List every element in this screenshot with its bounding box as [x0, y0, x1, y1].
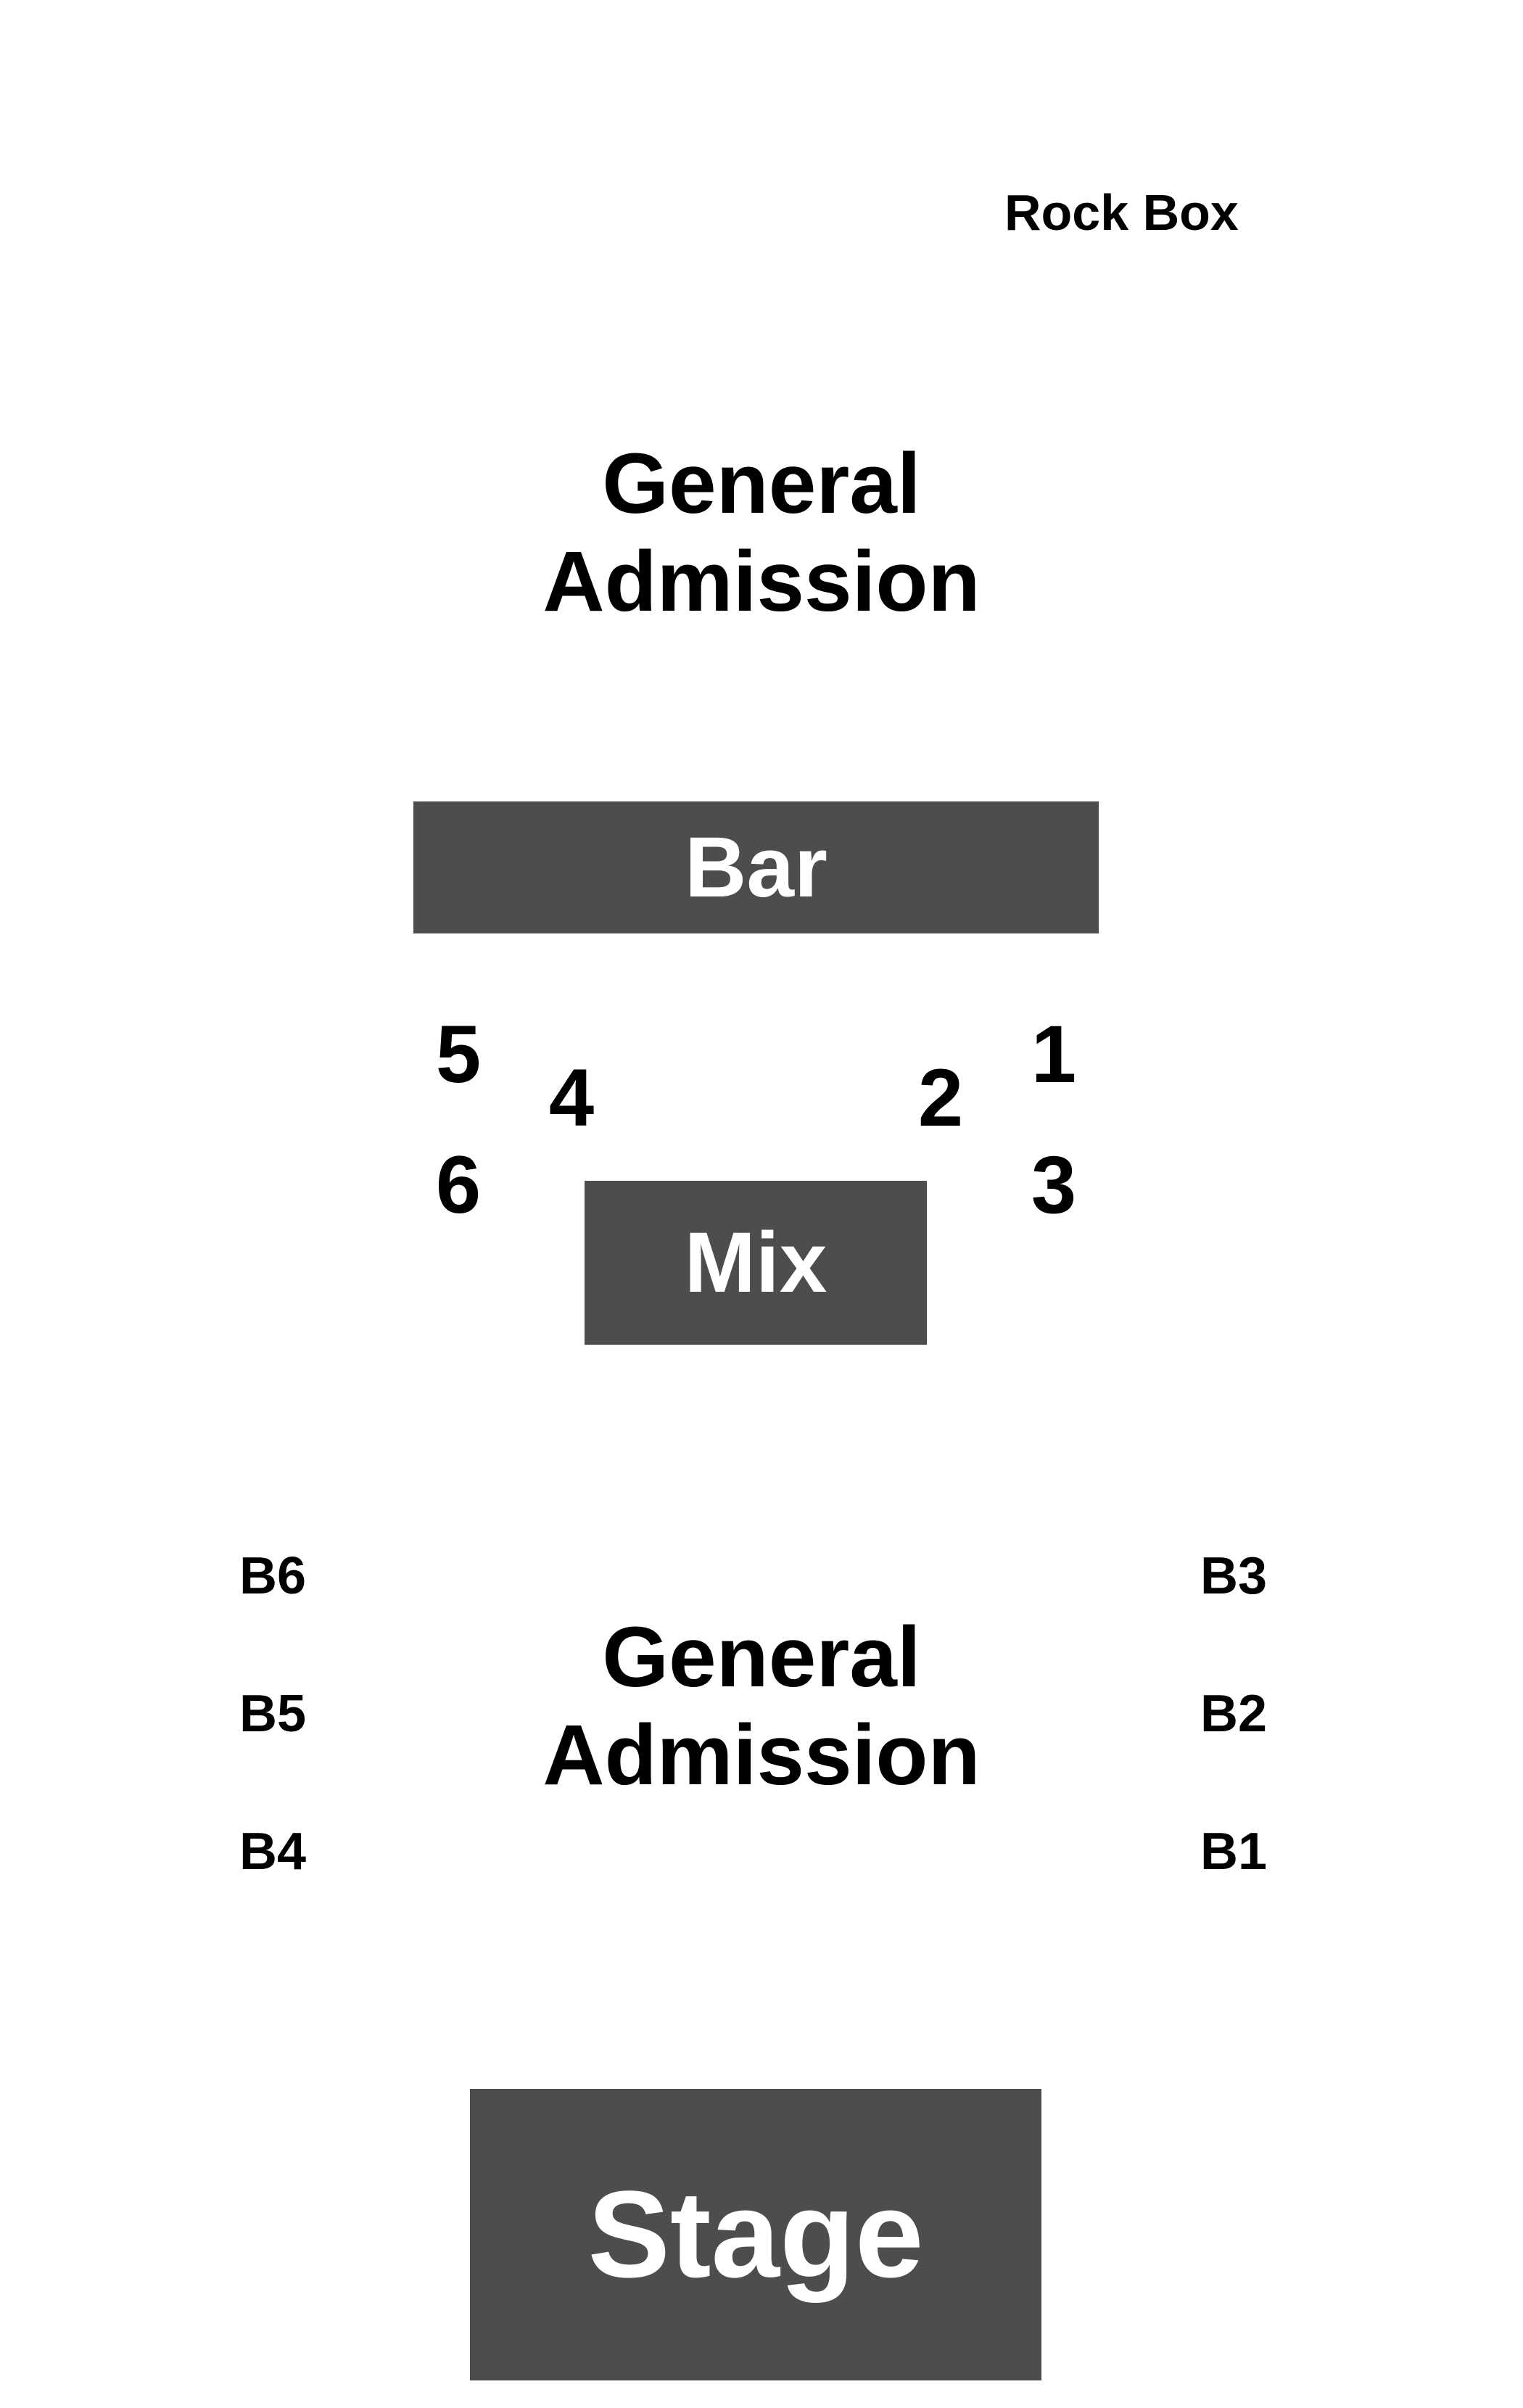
table-6[interactable]: 6	[435, 1139, 482, 1230]
table-1[interactable]: 1	[1031, 1009, 1077, 1100]
mix-block[interactable]: Mix	[585, 1181, 927, 1345]
general-admission-lower[interactable]: General Admission	[399, 1609, 1124, 1804]
table-3[interactable]: 3	[1031, 1139, 1077, 1230]
rock-box-label[interactable]: Rock Box	[1004, 184, 1239, 241]
table-4[interactable]: 4	[548, 1052, 595, 1143]
ga-upper-line1: General	[602, 436, 921, 532]
ga-upper-line2: Admission	[542, 533, 981, 630]
mix-label: Mix	[684, 1215, 827, 1311]
ga-lower-line2: Admission	[542, 1707, 981, 1803]
box-b2[interactable]: B2	[1200, 1685, 1268, 1743]
box-b5[interactable]: B5	[239, 1685, 307, 1743]
general-admission-upper[interactable]: General Admission	[399, 435, 1124, 630]
ga-lower-line1: General	[602, 1609, 921, 1705]
stage-label: Stage	[587, 2166, 924, 2304]
box-b3[interactable]: B3	[1200, 1547, 1268, 1605]
table-2[interactable]: 2	[917, 1052, 964, 1143]
bar-block[interactable]: Bar	[413, 801, 1099, 933]
bar-label: Bar	[685, 820, 827, 915]
box-b4[interactable]: B4	[239, 1823, 307, 1881]
table-5[interactable]: 5	[435, 1009, 482, 1100]
box-b1[interactable]: B1	[1200, 1823, 1268, 1881]
box-b6[interactable]: B6	[239, 1547, 307, 1605]
stage-block[interactable]: Stage	[470, 2089, 1041, 2380]
